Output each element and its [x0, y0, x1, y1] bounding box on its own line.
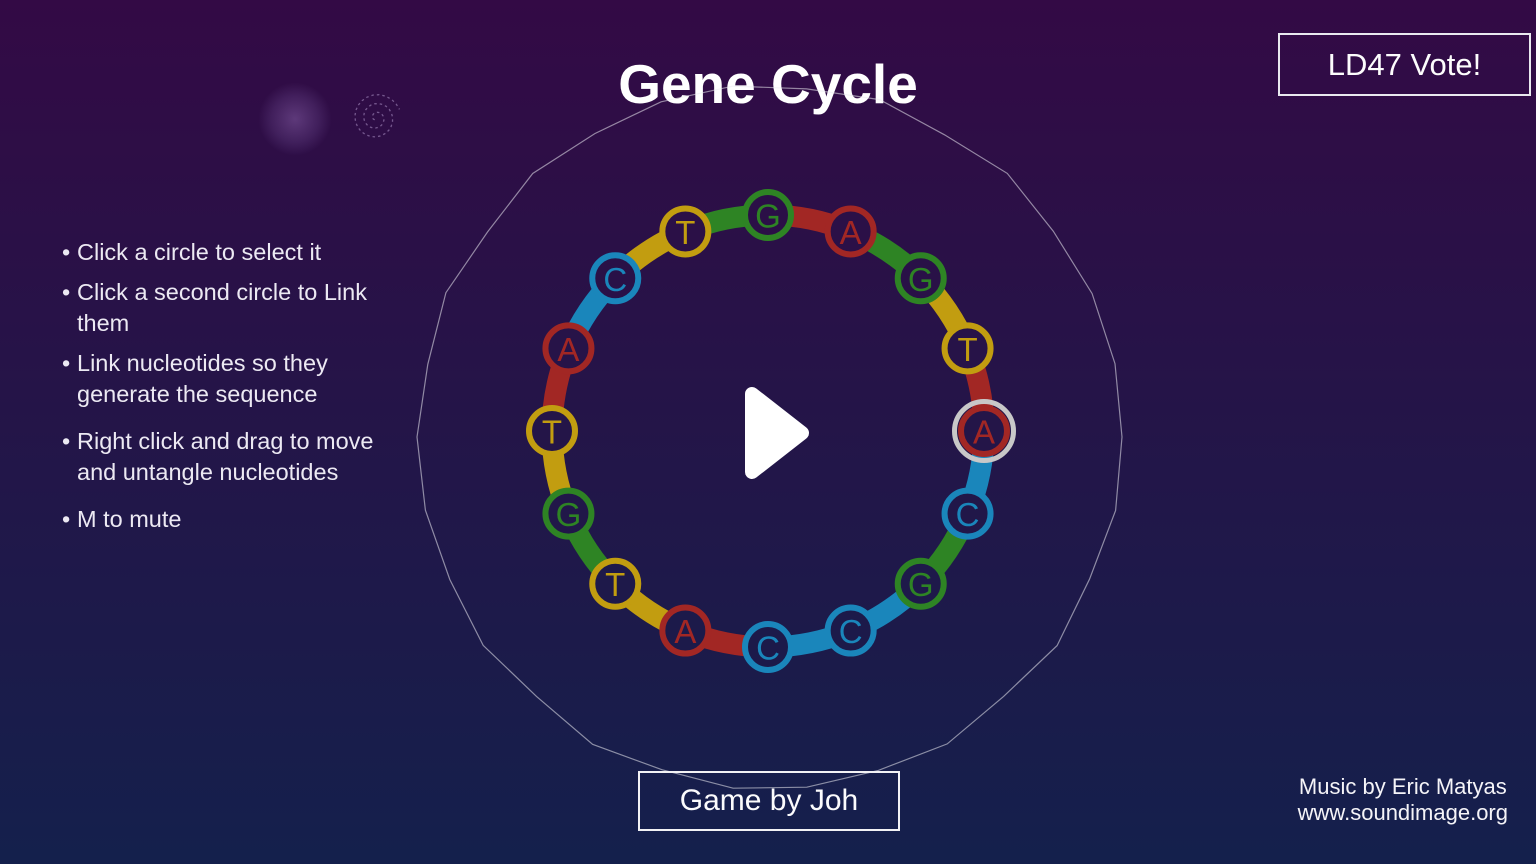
nucleotide-letter: T: [605, 566, 625, 603]
nucleotide-ring: [824, 604, 877, 657]
nucleotide-circle-C-15[interactable]: C: [589, 252, 642, 305]
nucleotide-letter: G: [908, 261, 934, 298]
instructions-list: •Click a circle to select it•Click a sec…: [62, 237, 384, 535]
bullet-icon: •: [62, 279, 71, 305]
galaxy-blob-decoration: [258, 82, 332, 156]
nucleotide-letter: A: [973, 414, 995, 451]
nucleotide-tail: [780, 205, 840, 235]
nucleotide-letter: G: [755, 198, 781, 235]
nucleotide-letter: A: [557, 331, 579, 368]
instruction-text: Right click and drag to move and untangl…: [77, 428, 374, 485]
spiral-decoration: [354, 94, 401, 138]
nucleotide-circle-T-13[interactable]: T: [526, 405, 578, 457]
game-credit-text: Game by Joh: [679, 784, 859, 817]
nucleotide-circle-A-14[interactable]: A: [542, 322, 595, 375]
nucleotide-ring: [542, 487, 595, 540]
bullet-icon: •: [62, 428, 71, 454]
nucleotide-letter: C: [756, 630, 780, 667]
game-credit-box: Game by Joh: [638, 771, 900, 831]
music-credit-line2: www.soundimage.org: [1297, 800, 1508, 825]
nucleotide-tail: [567, 523, 611, 578]
nucleotide-letter: C: [839, 613, 863, 650]
nucleotide-circle-T-11[interactable]: T: [589, 557, 642, 610]
play-icon: [745, 387, 809, 479]
nucleotide-circle-G-3[interactable]: G: [894, 252, 947, 305]
instruction-item: •Click a second circle to Link them: [62, 277, 384, 339]
nucleotide-circle-C-6[interactable]: C: [941, 487, 994, 540]
nucleotide-letter: T: [542, 414, 562, 451]
nucleotide-letter: A: [674, 613, 696, 650]
instruction-text: Click a second circle to Link them: [77, 279, 367, 336]
music-credit: Music by Eric Matyas www.soundimage.org: [1298, 774, 1508, 826]
nucleotide-circle-A-10[interactable]: A: [659, 604, 712, 657]
music-credit-line1: Music by Eric Matyas: [1298, 774, 1507, 799]
nucleotide-circle-A-2[interactable]: A: [824, 205, 877, 258]
nucleotide-ring: [742, 621, 794, 673]
nucleotide-ring: [824, 205, 877, 258]
nucleotide-letter: T: [957, 331, 977, 368]
nucleotide-circle-C-9[interactable]: C: [742, 621, 794, 673]
nucleotide-ring: [659, 604, 712, 657]
nucleotide-letter: C: [956, 496, 980, 533]
bullet-icon: •: [62, 239, 71, 265]
nucleotide-tail: [542, 443, 572, 503]
nucleotide-tail: [860, 230, 915, 274]
instruction-item: •Link nucleotides so they generate the s…: [62, 348, 384, 410]
ld47-vote-button[interactable]: LD47 Vote!: [1278, 33, 1531, 96]
nucleotide-tail: [621, 230, 676, 274]
nucleotide-tail: [860, 588, 915, 632]
nucleotide-letter: T: [675, 214, 695, 251]
nucleotide-tail: [696, 205, 756, 235]
bullet-icon: •: [62, 506, 71, 532]
play-button[interactable]: [738, 383, 818, 483]
nucleotide-letter: G: [556, 496, 582, 533]
nucleotide-ring: [589, 557, 642, 610]
nucleotide-circle-T-16[interactable]: T: [659, 205, 712, 258]
selected-ring: [952, 399, 1016, 463]
nucleotide-tail: [780, 627, 840, 657]
nucleotide-ring: [941, 322, 994, 375]
nucleotide-ring: [742, 189, 794, 241]
nucleotide-ring: [589, 252, 642, 305]
nucleotide-circle-C-8[interactable]: C: [824, 604, 877, 657]
instruction-item: •Click a circle to select it: [62, 237, 384, 268]
nucleotide-tail: [925, 284, 969, 339]
nucleotide-ring: [526, 405, 578, 457]
instruction-text: Link nucleotides so they generate the se…: [77, 350, 328, 407]
nucleotide-tail: [567, 284, 611, 339]
nucleotide-ring: [542, 322, 595, 375]
nucleotide-ring: [941, 487, 994, 540]
nucleotide-letter: A: [840, 214, 862, 251]
nucleotide-ring: [659, 205, 712, 258]
nucleotide-ring: [958, 405, 1010, 457]
nucleotide-tail: [621, 588, 676, 632]
bullet-icon: •: [62, 350, 71, 376]
instruction-text: Click a circle to select it: [77, 239, 322, 265]
nucleotide-circle-G-7[interactable]: G: [894, 557, 947, 610]
nucleotide-circle-T-4[interactable]: T: [941, 322, 994, 375]
nucleotide-circle-G-1[interactable]: G: [742, 189, 794, 241]
nucleotide-tail: [542, 359, 572, 419]
nucleotide-ring: [894, 557, 947, 610]
nucleotide-ring: [894, 252, 947, 305]
nucleotide-circle-A-5[interactable]: A: [952, 399, 1016, 463]
instruction-item: •M to mute: [62, 504, 384, 535]
nucleotide-tail: [925, 523, 969, 578]
nucleotide-letter: C: [603, 261, 627, 298]
instruction-item: •Right click and drag to move and untang…: [62, 426, 384, 488]
nucleotide-tail: [696, 627, 756, 657]
instruction-text: M to mute: [77, 506, 182, 532]
nucleotide-letter: G: [908, 566, 934, 603]
nucleotide-circle-G-12[interactable]: G: [542, 487, 595, 540]
